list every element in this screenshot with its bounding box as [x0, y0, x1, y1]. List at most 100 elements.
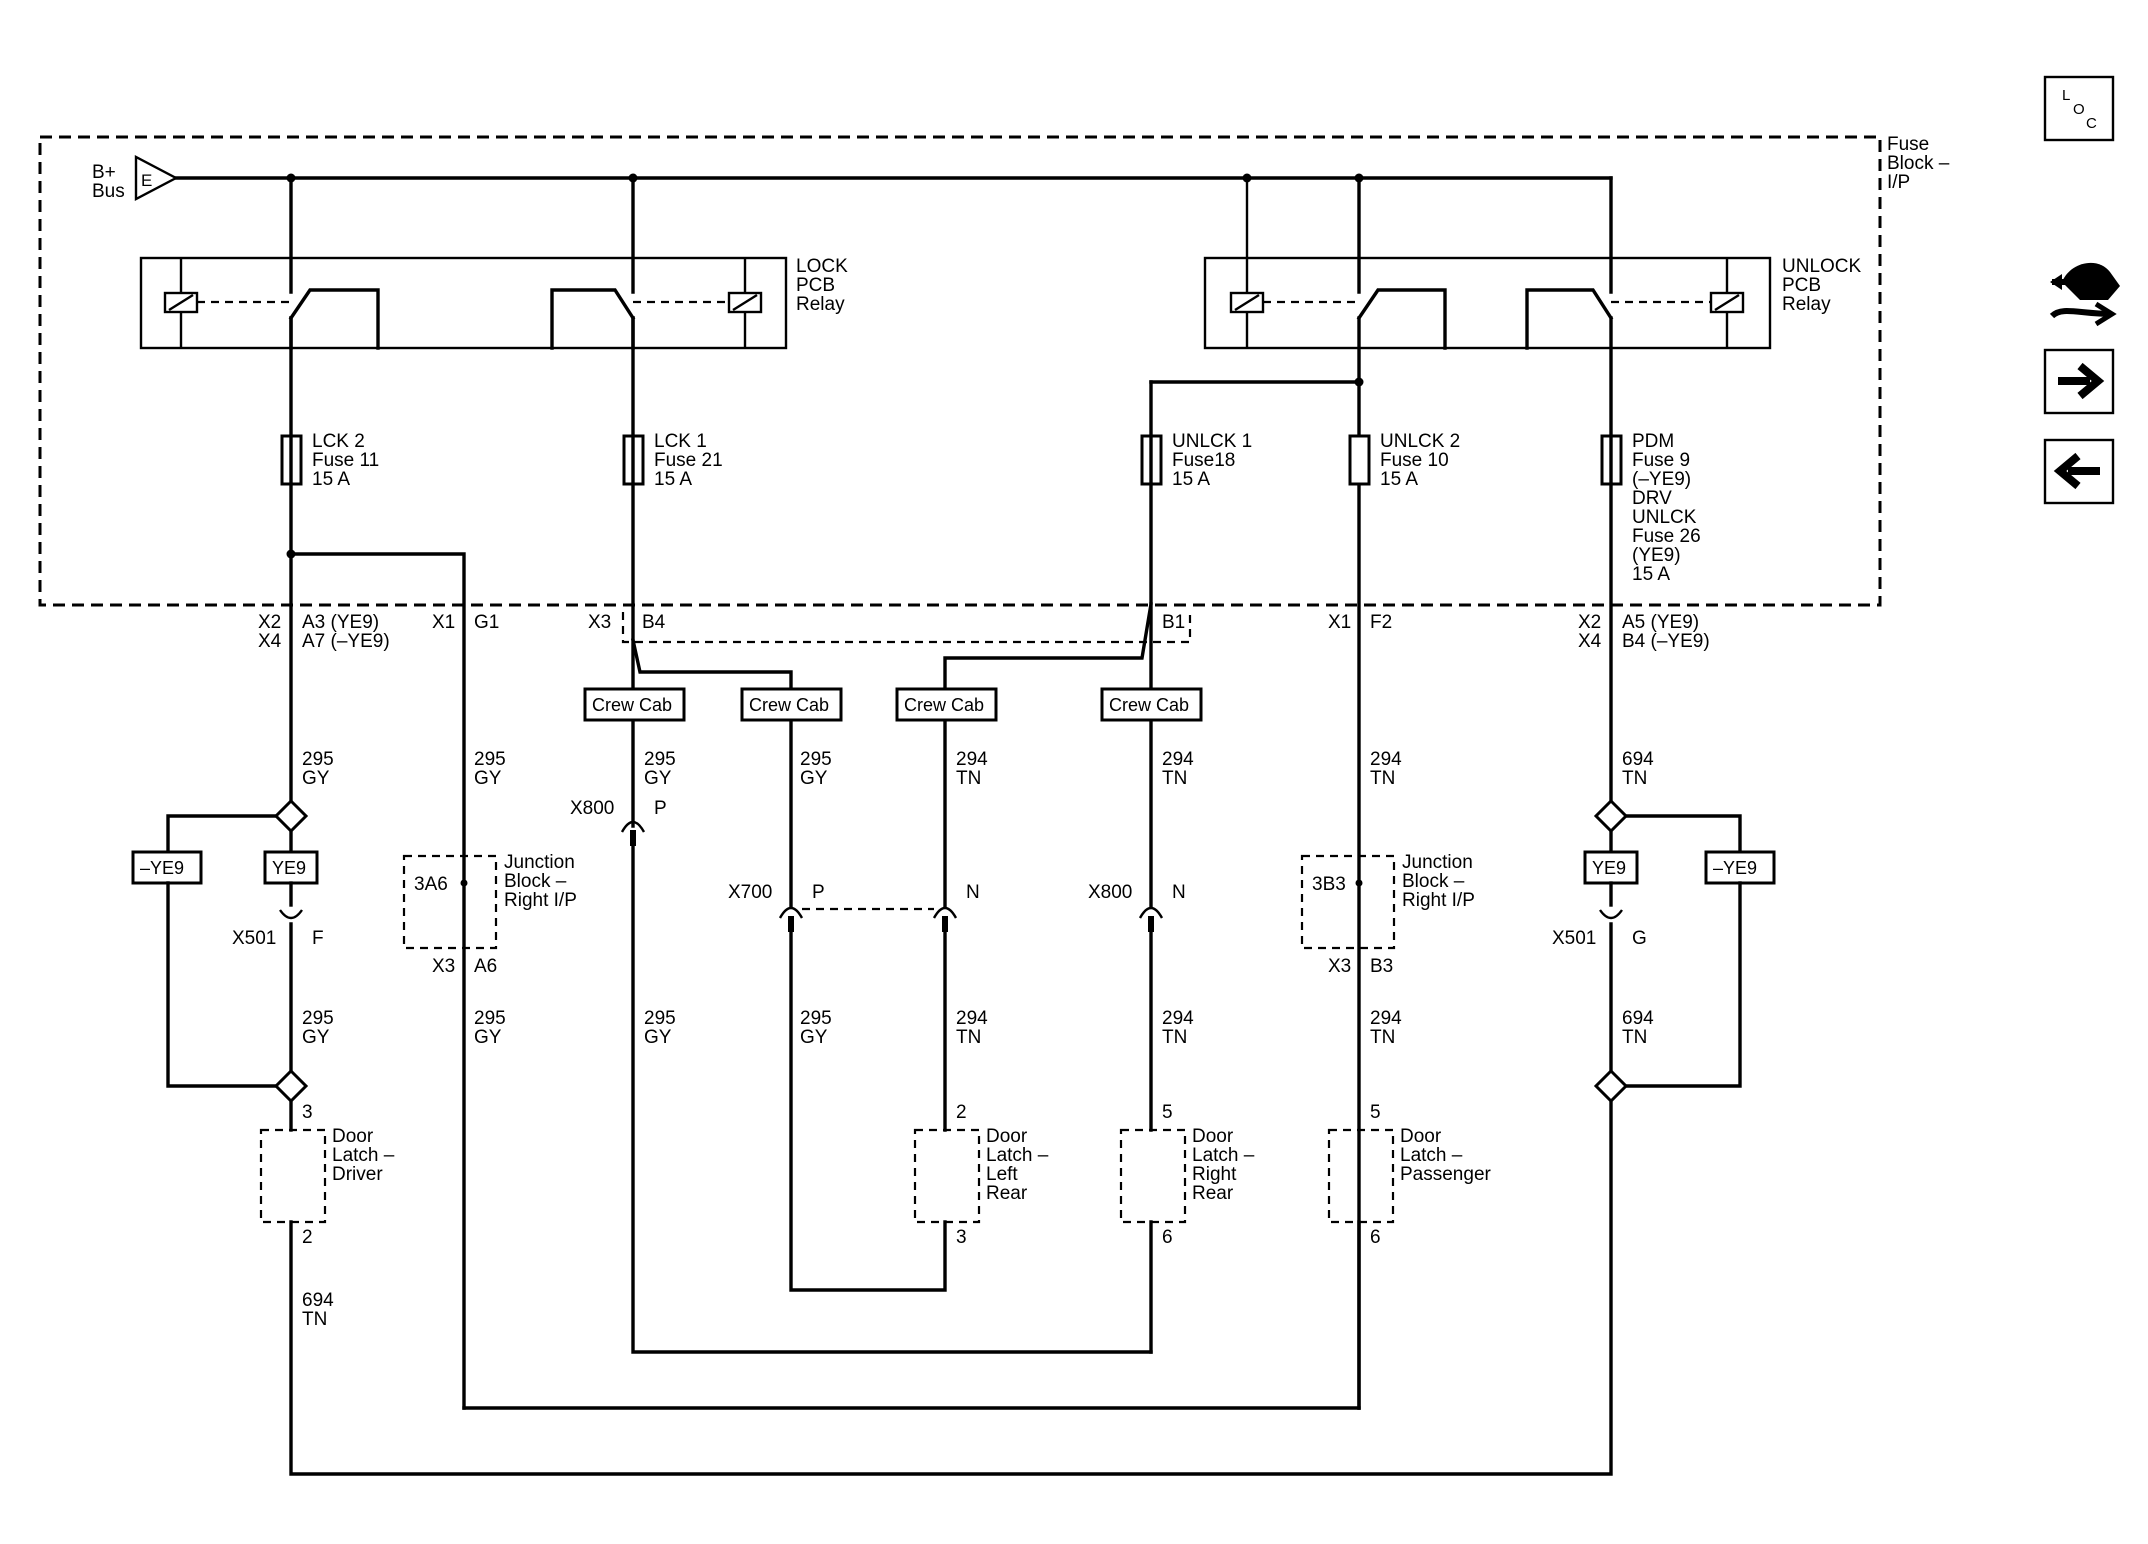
- wire-color: TN: [1370, 768, 1395, 789]
- forward-arrow-icon[interactable]: [2043, 348, 2115, 415]
- wire-color: TN: [1162, 768, 1187, 789]
- conn-f2: F2: [1370, 612, 1392, 633]
- fuse-block-label-2: Block –: [1887, 153, 1950, 174]
- conn-b4-right: B4 (–YE9): [1622, 631, 1710, 652]
- latch-lr-name-1: Door: [986, 1126, 1028, 1147]
- inline-x501-right: X501: [1552, 928, 1596, 949]
- option-ye9-box: [263, 850, 319, 885]
- lock-relay-label-3: Relay: [796, 294, 845, 315]
- junction-left-pin: A6: [474, 956, 497, 977]
- inline-n-x800: N: [1172, 882, 1186, 903]
- fuse-pdm-line-2: Fuse 9: [1632, 450, 1690, 471]
- inline-g: G: [1632, 928, 1647, 949]
- wire-code: 295: [644, 1008, 676, 1029]
- junction-right-id: 3B3: [1312, 874, 1346, 895]
- wire-color: GY: [800, 1027, 828, 1048]
- fuse-unlck2-rating: 15 A: [1380, 469, 1418, 490]
- option-not-ye9-label: –YE9: [140, 858, 184, 878]
- conn-a7: A7 (–YE9): [302, 631, 390, 652]
- junction-block-left: [402, 854, 498, 950]
- loc-letter-o: O: [2073, 101, 2085, 118]
- unlock-pcb-relay: [1203, 176, 1772, 350]
- option-not-ye9-box-right: [1704, 850, 1776, 885]
- inline-p-x700: P: [812, 882, 825, 903]
- wire-code: 295: [474, 749, 506, 770]
- fuse-unlck2: [1348, 434, 1371, 486]
- fuse-block-boundary: [38, 135, 1882, 607]
- wire-color: GY: [302, 1027, 330, 1048]
- inline-x501-left: X501: [232, 928, 276, 949]
- wire-code: 294: [1162, 1008, 1194, 1029]
- wire-color: TN: [956, 1027, 981, 1048]
- junction-block-right: [1300, 854, 1396, 950]
- crew-cab-label: Crew Cab: [1109, 695, 1189, 715]
- latch-rr-name-1: Door: [1192, 1126, 1234, 1147]
- conn-x2-right: X2: [1578, 612, 1601, 633]
- option-ye9-label-right: YE9: [1592, 858, 1626, 878]
- conn-x3-top: X3: [588, 612, 611, 633]
- junction-left-name-1: Junction: [504, 852, 575, 873]
- back-arrow-icon[interactable]: [2043, 438, 2115, 505]
- latch-lr-name-2: Latch –: [986, 1145, 1049, 1166]
- conn-x1-right: X1: [1328, 612, 1351, 633]
- conn-x2: X2: [258, 612, 281, 633]
- wire-code: 694: [1622, 1008, 1654, 1029]
- latch-lr-bottom-pin: 3: [956, 1227, 967, 1248]
- junction-right-name-3: Right I/P: [1402, 890, 1475, 911]
- fuse-unlck2-number: Fuse 10: [1380, 450, 1449, 471]
- wire-color: GY: [644, 1027, 672, 1048]
- wire-color: TN: [1162, 1027, 1187, 1048]
- wire-code: 295: [302, 749, 334, 770]
- lock-relay-label-1: LOCK: [796, 256, 848, 277]
- fuse-unlck1-number: Fuse18: [1172, 450, 1235, 471]
- door-latch-left-rear: [913, 1128, 981, 1224]
- wire-color: GY: [474, 1027, 502, 1048]
- latch-rr-top-pin: 5: [1162, 1102, 1173, 1123]
- inline-x800-left: X800: [570, 798, 614, 819]
- fuse-lck2-name: LCK 2: [312, 431, 365, 452]
- junction-left-id: 3A6: [414, 874, 448, 895]
- unlock-relay-label-2: PCB: [1782, 275, 1821, 296]
- inline-x800-right: X800: [1088, 882, 1132, 903]
- fuse-pdm-line-4: DRV: [1632, 488, 1672, 509]
- wire-code: 294: [1370, 749, 1402, 770]
- unlock-relay-label-3: Relay: [1782, 294, 1831, 315]
- latch-pass-name-2: Latch –: [1400, 1145, 1463, 1166]
- fuse-lck1-number: Fuse 21: [654, 450, 723, 471]
- source-label-bottom: Bus: [92, 181, 125, 202]
- crew-cab-option-3: Crew Cab: [895, 687, 998, 722]
- latch-pass-bottom-pin: 6: [1370, 1227, 1381, 1248]
- fuse-lck2-rating: 15 A: [312, 469, 350, 490]
- wire-code: 694: [1622, 749, 1654, 770]
- fuse-pdm-line-5: UNLCK: [1632, 507, 1697, 528]
- fuse-pdm-line-1: PDM: [1632, 431, 1674, 452]
- latch-lr-name-3: Left: [986, 1164, 1018, 1185]
- inline-x700: X700: [728, 882, 772, 903]
- option-split-diamond: [273, 798, 309, 834]
- junction-right-pin: B3: [1370, 956, 1393, 977]
- latch-pass-name-1: Door: [1400, 1126, 1442, 1147]
- conn-b1: B1: [1162, 612, 1185, 633]
- wire-code: 294: [956, 749, 988, 770]
- wire-code: 295: [302, 1008, 334, 1029]
- wire-color: GY: [302, 768, 330, 789]
- wire-color: TN: [302, 1309, 327, 1330]
- fuse-pdm-line-7: (YE9): [1632, 545, 1681, 566]
- wire-code: 294: [1162, 749, 1194, 770]
- latch-pass-name-3: Passenger: [1400, 1164, 1492, 1185]
- loc-letter-l: L: [2062, 87, 2070, 104]
- option-not-ye9-box: [131, 850, 203, 885]
- latch-driver-name-3: Driver: [332, 1164, 383, 1185]
- latch-rr-name-3: Right: [1192, 1164, 1237, 1185]
- latch-driver-name-2: Latch –: [332, 1145, 395, 1166]
- connector-diagram-icon[interactable]: [2049, 262, 2120, 327]
- latch-lr-top-pin: 2: [956, 1102, 967, 1123]
- crew-cab-label: Crew Cab: [749, 695, 829, 715]
- conn-x4-right: X4: [1578, 631, 1602, 652]
- wire-code: 295: [800, 749, 832, 770]
- conn-x1-left: X1: [432, 612, 455, 633]
- junction-left-name-3: Right I/P: [504, 890, 577, 911]
- wire-code: 694: [302, 1290, 334, 1311]
- locator-button[interactable]: L O C: [2043, 75, 2115, 142]
- fuse-lck1-rating: 15 A: [654, 469, 692, 490]
